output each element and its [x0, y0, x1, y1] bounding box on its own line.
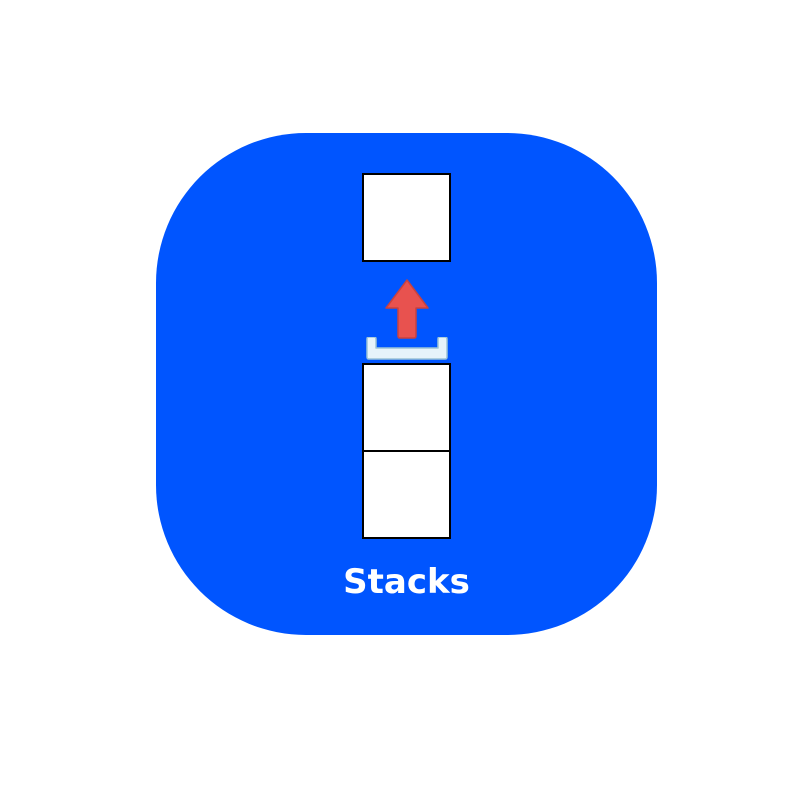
stack-box-top — [362, 363, 451, 452]
up-arrow-icon — [385, 279, 429, 339]
popped-box — [362, 173, 451, 262]
tray-icon — [366, 337, 448, 360]
icon-label: Stacks — [343, 562, 470, 602]
stack-box-bottom — [362, 450, 451, 539]
